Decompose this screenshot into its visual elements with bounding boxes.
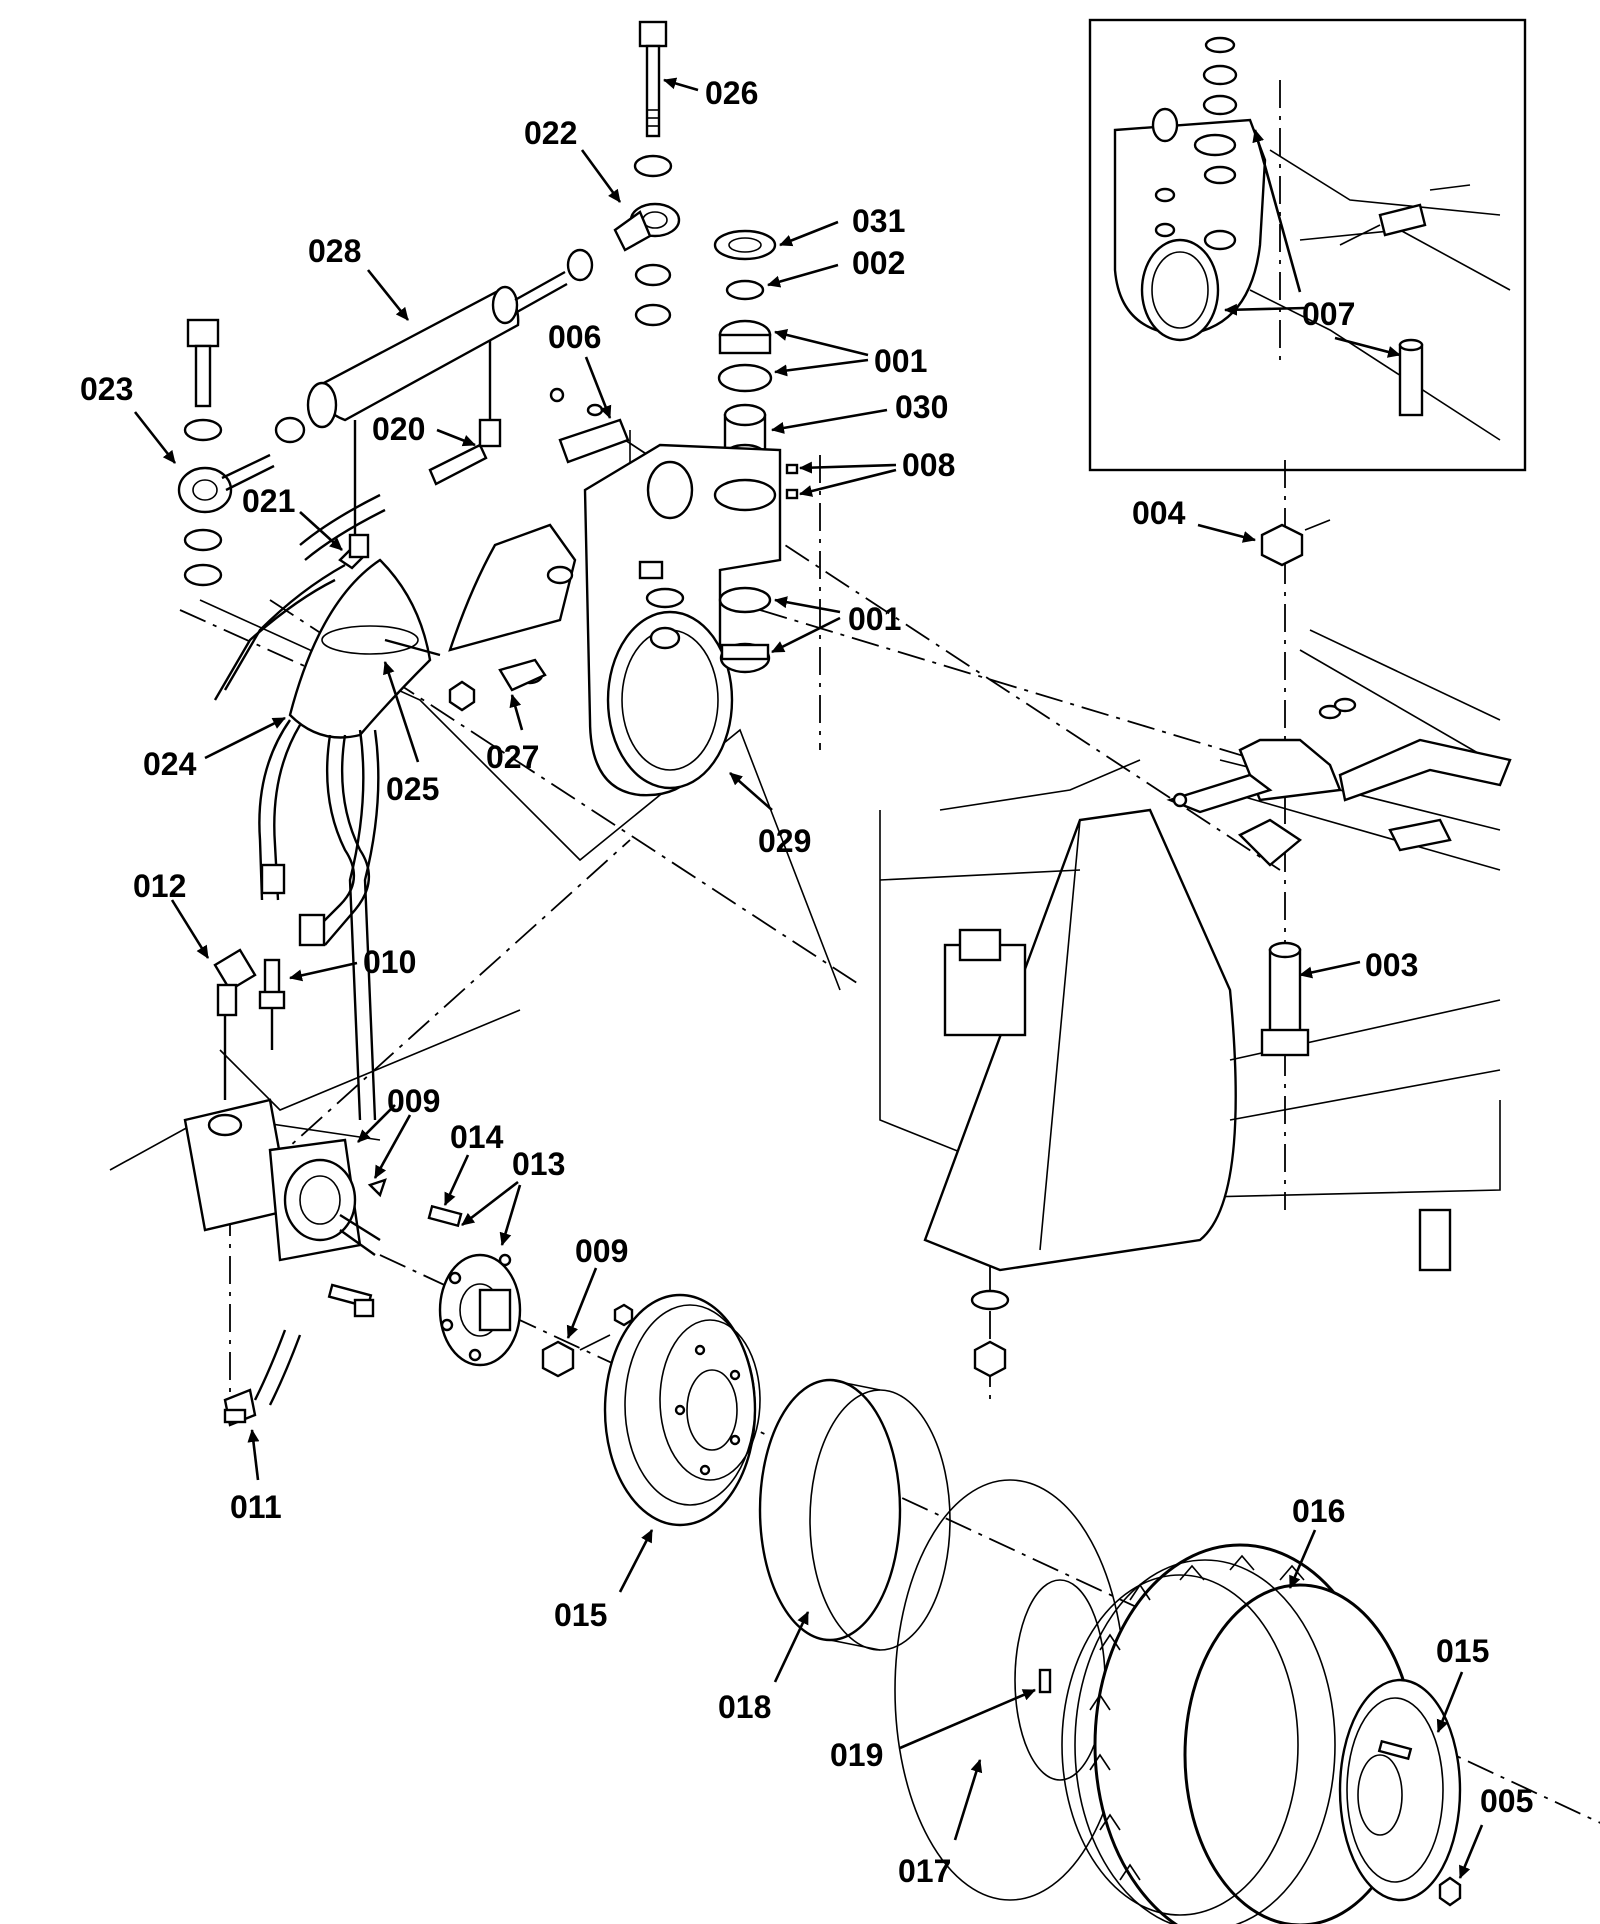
callout-001-lower: 001 <box>848 601 901 637</box>
chassis-frame <box>879 519 1512 1378</box>
leader-019 <box>899 1688 1036 1750</box>
leader-017 <box>953 1759 983 1841</box>
callout-031: 031 <box>852 203 905 239</box>
callout-009-upper: 009 <box>387 1083 440 1119</box>
callout-019: 019 <box>830 1737 883 1773</box>
leader-015b <box>1436 1671 1464 1733</box>
leader-007-1 <box>1224 303 1306 316</box>
callout-018: 018 <box>718 1689 771 1725</box>
callout-027: 027 <box>486 739 539 775</box>
callout-029: 029 <box>758 823 811 859</box>
leader-004 <box>1197 523 1256 543</box>
leader-010 <box>289 961 358 982</box>
callout-011: 011 <box>230 1489 282 1525</box>
callout-010: 010 <box>363 944 416 980</box>
callout-024: 024 <box>143 746 197 782</box>
callout-020: 020 <box>372 411 425 447</box>
leader-013-2 <box>499 1184 522 1246</box>
leader-001a-2 <box>774 358 869 377</box>
callout-017: 017 <box>898 1853 951 1889</box>
leader-021 <box>299 511 343 551</box>
callout-015-right: 015 <box>1436 1633 1489 1669</box>
centerlines <box>179 80 1600 1824</box>
callout-022: 022 <box>524 115 577 151</box>
callout-005: 005 <box>1480 1783 1533 1819</box>
leader-016 <box>1288 1529 1317 1589</box>
callout-012: 012 <box>133 868 186 904</box>
leader-022 <box>580 149 622 203</box>
detail-inset <box>1088 18 1527 472</box>
leader-023 <box>133 411 177 464</box>
leader-003 <box>1299 960 1361 979</box>
steering-cylinder-group <box>177 20 681 701</box>
leader-026 <box>663 77 699 92</box>
leader-002 <box>767 263 839 288</box>
callout-014: 014 <box>450 1119 504 1155</box>
callout-013: 013 <box>512 1146 565 1182</box>
leader-008-1 <box>799 461 897 474</box>
callout-026: 026 <box>705 75 758 111</box>
callout-015-left: 015 <box>554 1597 607 1633</box>
leader-001b-1 <box>774 596 841 614</box>
leader-013-1 <box>461 1180 519 1227</box>
leader-014 <box>443 1154 470 1206</box>
leader-005 <box>1458 1824 1484 1879</box>
leader-015a <box>618 1529 654 1593</box>
callout-002: 002 <box>852 245 905 281</box>
hose-bundle <box>258 558 441 1121</box>
leader-007-3 <box>1334 336 1401 358</box>
callout-016: 016 <box>1292 1493 1345 1529</box>
callout-006: 006 <box>548 319 601 355</box>
leader-025 <box>383 661 420 763</box>
callout-001-upper: 001 <box>874 343 927 379</box>
leader-001b-2 <box>771 616 841 654</box>
leader-001a-1 <box>774 329 869 357</box>
leader-030 <box>771 408 888 434</box>
leader-006 <box>584 356 612 419</box>
callout-025: 025 <box>386 771 439 807</box>
leader-018 <box>773 1611 810 1683</box>
callout-labels: 026 022 031 002 028 001 006 030 023 020 … <box>80 75 1533 1889</box>
spacer-and-tube <box>758 1378 1126 1901</box>
callout-009-lower: 009 <box>575 1233 628 1269</box>
leader-029 <box>729 772 773 811</box>
leader-012 <box>170 899 210 959</box>
knuckle-housing <box>448 229 799 797</box>
hub-assembly <box>427 1204 634 1378</box>
leader-020 <box>436 428 476 447</box>
leader-027 <box>509 694 524 731</box>
leader-009a-2 <box>373 1114 412 1179</box>
leader-031 <box>779 220 839 247</box>
leader-009a-1 <box>357 1104 396 1143</box>
callout-028: 028 <box>308 233 361 269</box>
leader-008-2 <box>799 468 897 497</box>
leader-arrows <box>133 77 1484 1879</box>
wheel-rim-inner <box>603 1293 761 1527</box>
leader-024 <box>204 716 286 760</box>
callout-007: 007 <box>1302 296 1355 332</box>
callout-021: 021 <box>242 483 295 519</box>
tire <box>1061 1543 1462 1924</box>
leader-007-2 <box>1252 129 1302 293</box>
leader-028 <box>366 269 410 321</box>
callout-008: 008 <box>902 447 955 483</box>
leader-009b <box>566 1267 598 1339</box>
hydraulic-motor <box>183 1098 387 1427</box>
callout-023: 023 <box>80 371 133 407</box>
fittings-010-012 <box>213 948 286 1100</box>
leader-011 <box>247 1429 260 1481</box>
callout-004: 004 <box>1132 495 1186 531</box>
callout-003: 003 <box>1365 947 1418 983</box>
callout-030: 030 <box>895 389 948 425</box>
